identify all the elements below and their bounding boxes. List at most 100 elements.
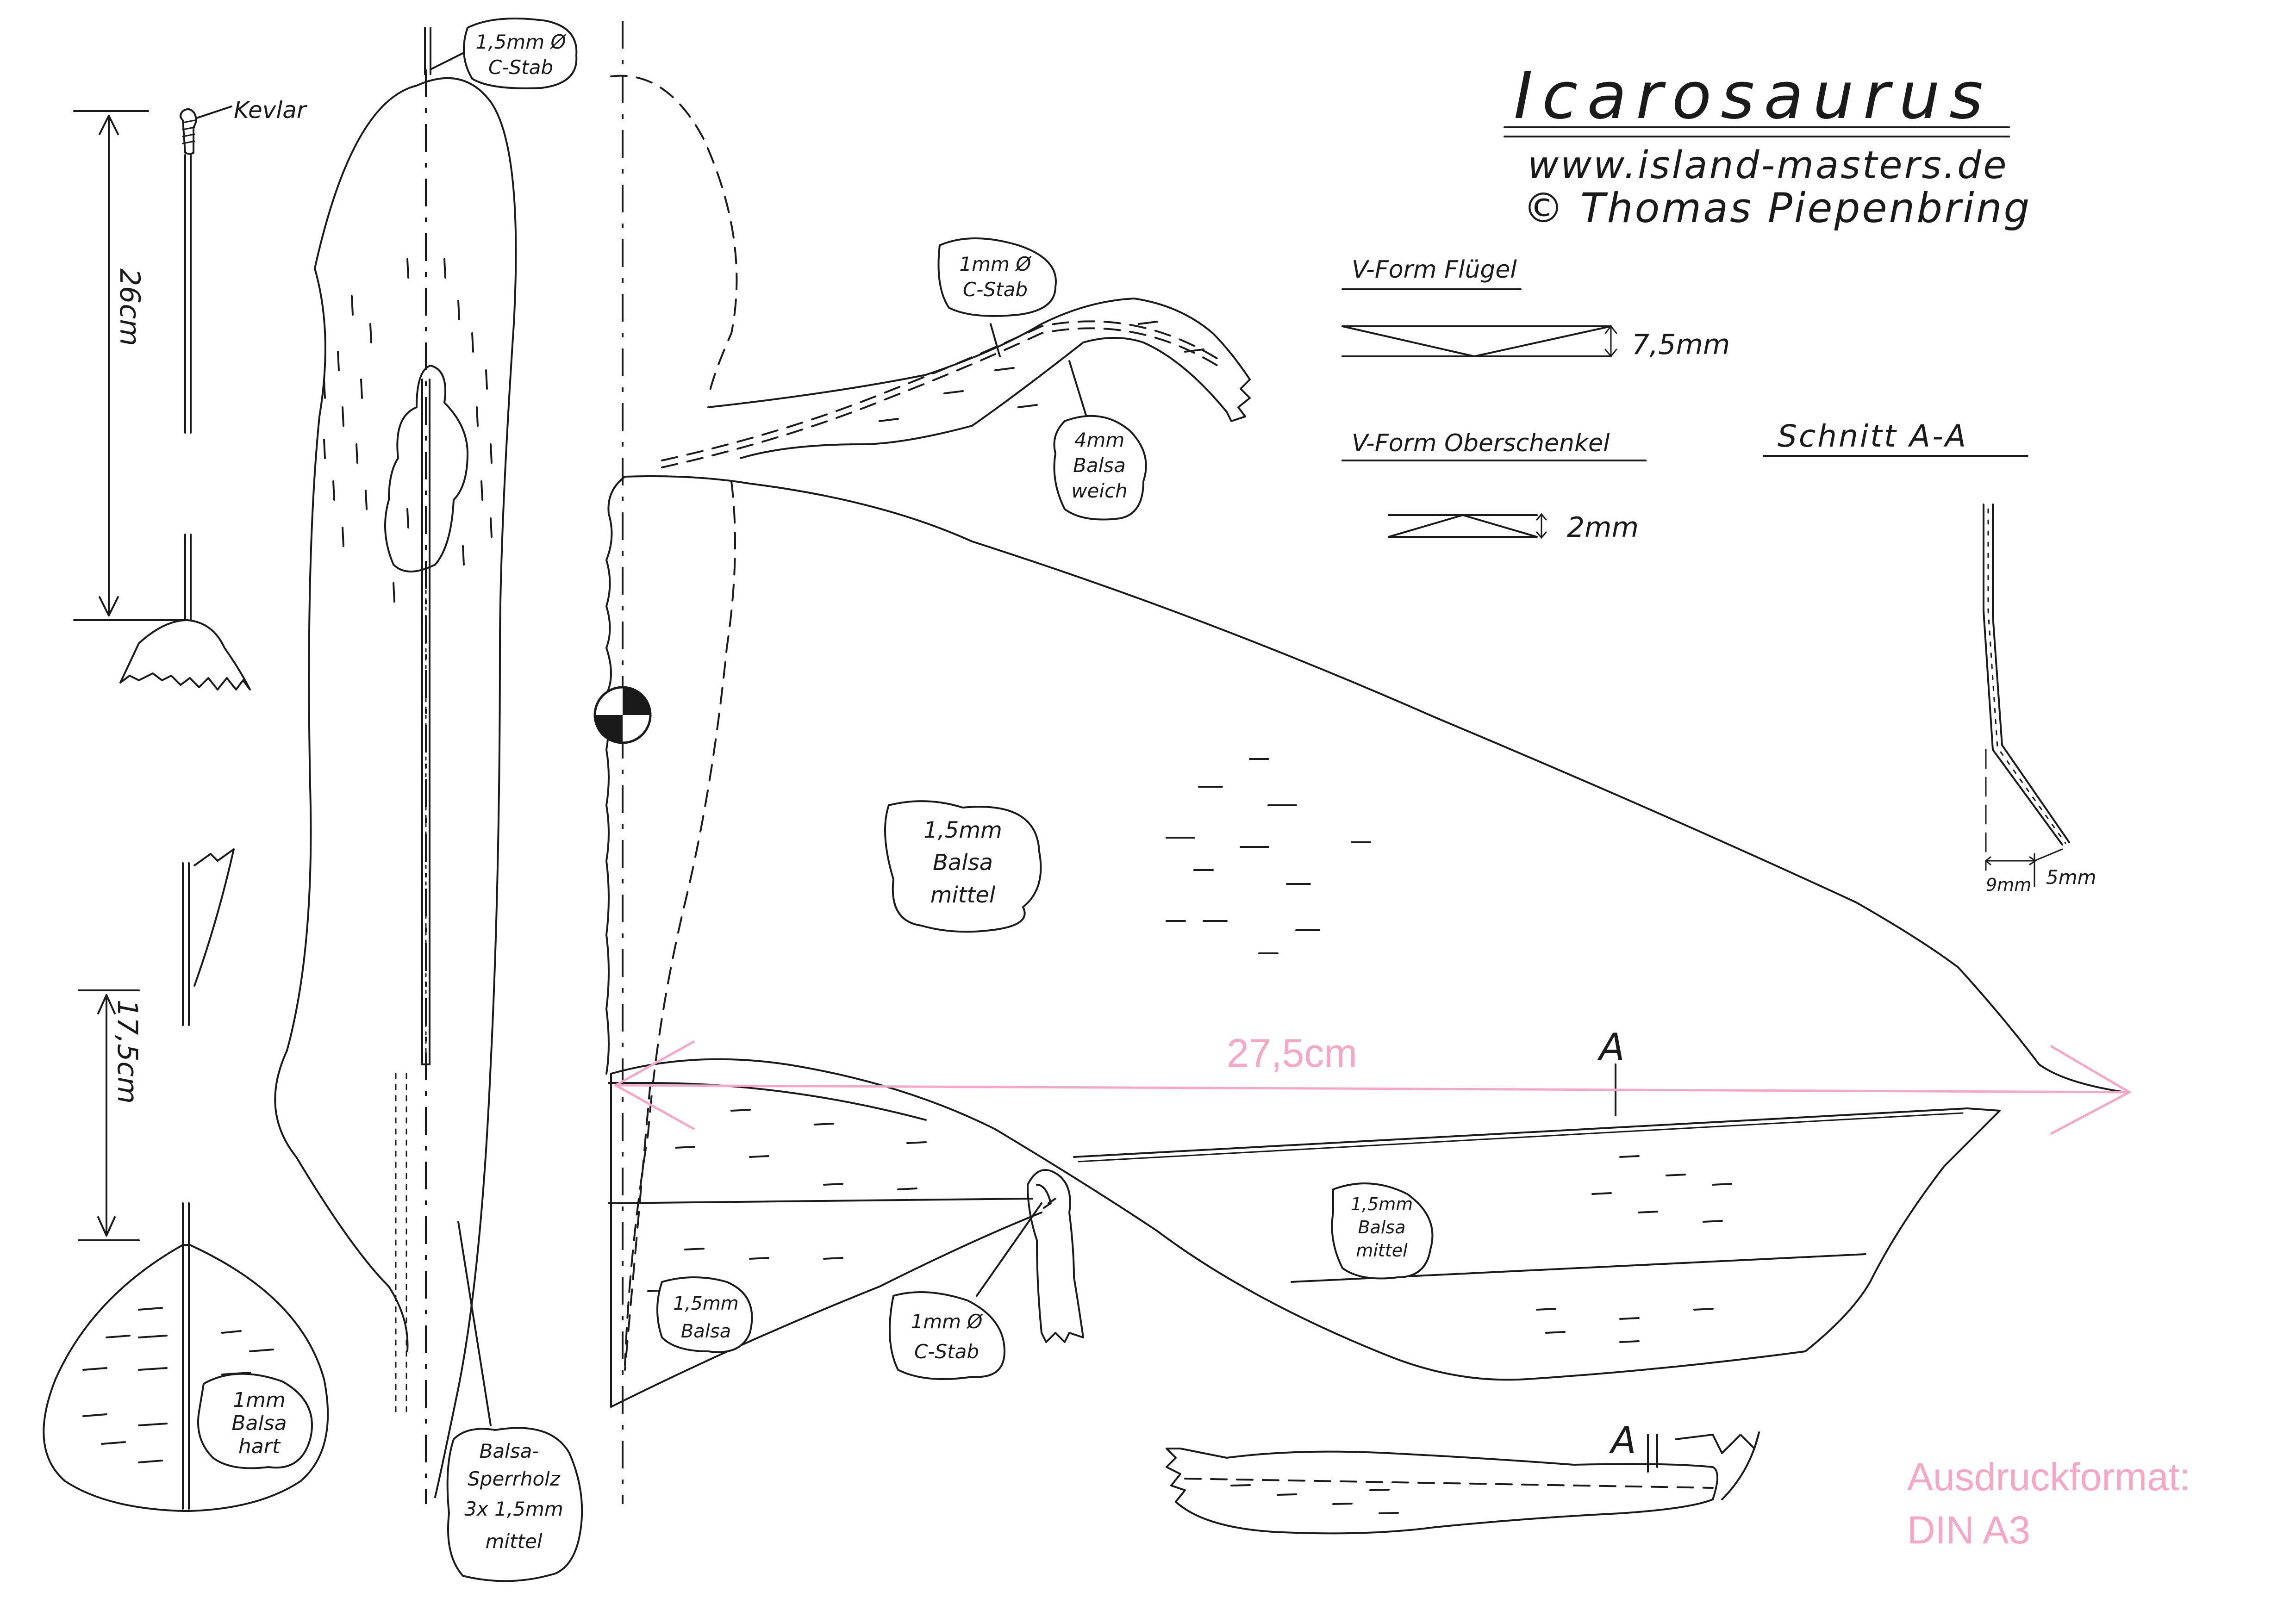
dim-26-arrows — [99, 115, 119, 616]
fuselage-rod-leader — [430, 50, 468, 70]
fin-tip-shape — [119, 619, 251, 690]
v-form-wing-diagram: V-Form Flügel 7,5mm — [1341, 256, 1730, 361]
root-balsa-line-2: Balsa — [681, 1321, 731, 1342]
fuselage-ply-callout — [446, 1427, 583, 1582]
fuselage-ply-line-2: Sperrholz — [468, 1468, 561, 1490]
wing-plan-view: 1,5mm Balsa mittel — [593, 21, 2126, 1504]
tail-grain — [647, 1109, 1732, 1343]
fin-lower-view: 17,5cm 1mm Balsa hart — [43, 848, 329, 1512]
fin-mid-rod — [182, 862, 190, 1026]
tail-hinge-line — [608, 1198, 1033, 1204]
fuselage-rod-callout — [463, 18, 578, 89]
print-format-note: Ausdruckformat: DIN A3 — [1907, 1455, 2190, 1552]
tail-balsa-callout — [1331, 1182, 1434, 1280]
fuselage-rod-callout-group: 1,5mm Ø C-Stab — [463, 18, 578, 89]
section-dim-right: 5mm — [2046, 866, 2096, 889]
wing-spar-dashed — [624, 480, 736, 1366]
section-profile — [1983, 504, 2070, 846]
wing-rod-line-1: 1mm Ø — [960, 253, 1032, 275]
wing-main-line-3: mittel — [930, 882, 996, 908]
wing-tip-balsa-line-1: 4mm — [1074, 429, 1125, 451]
wing-grain — [1166, 758, 1371, 954]
tail-plan-view: A 1,5mm Balsa mittel 1,5mm Balsa 1mm Ø C… — [608, 1026, 2001, 1408]
wing-tip-grain — [879, 321, 1204, 422]
wing-main-line-1: 1,5mm — [923, 817, 1002, 843]
tail-rod-hook — [1036, 1184, 1056, 1209]
tail-root-triangle — [610, 1212, 1042, 1408]
wing-tip-profile — [610, 75, 738, 399]
fuselage-ply-leader — [457, 1221, 492, 1426]
fuselage-rod-line-2: C-Stab — [488, 56, 553, 79]
wing-outline — [624, 475, 2126, 1093]
fin-balsa-line-2: Balsa — [231, 1412, 287, 1435]
fin-rod-upper — [184, 154, 192, 434]
tail-spar-dashed — [624, 1082, 651, 1371]
copyright-label: © Thomas Piepenbring — [1523, 184, 2031, 232]
tail-trailing-edge — [1073, 1107, 1968, 1158]
fuselage-outline — [274, 77, 517, 1498]
wing-tip-balsa-line-2: Balsa — [1073, 454, 1126, 477]
tail-balsa-line-1: 1,5mm — [1351, 1194, 1413, 1214]
wing-tip-view: 1mm Ø C-Stab 4mm Balsa weich — [661, 237, 1251, 521]
stabilizer-side-spar — [1184, 1478, 1714, 1489]
wing-leading-edge — [605, 476, 626, 1075]
tail-rod-leader — [976, 1202, 1042, 1297]
tail-trailing-edge-2 — [1078, 1112, 1964, 1163]
fuselage-stiffener — [395, 1073, 407, 1412]
v-form-stabilizer-arrow — [1536, 513, 1547, 539]
wing-tip-balsa-callout — [1053, 415, 1147, 521]
v-form-wing-arrow — [1604, 325, 1617, 358]
dim-17-label: 17,5cm — [111, 1000, 144, 1104]
tail-balsa-line-2: Balsa — [1358, 1217, 1406, 1237]
rudder-grain — [82, 1307, 274, 1468]
wing-tip-balsa-line-3: weich — [1071, 479, 1128, 502]
wing-tip-spar-dashed — [661, 327, 1218, 468]
tail-rod-fitting — [1027, 1169, 1084, 1343]
fuselage-ply-line-4: mittel — [485, 1530, 542, 1553]
fuselage-rod-line-1: 1,5mm Ø — [475, 31, 566, 53]
kevlar-leader — [196, 106, 232, 119]
span-dimension-label: 27,5cm — [1227, 1031, 1357, 1076]
fin-rod-lower — [184, 534, 192, 621]
wing-tip-spar-dashed-2 — [661, 320, 1218, 461]
section-profile-hatch — [1987, 508, 2066, 844]
root-balsa-line-1: 1,5mm — [673, 1293, 739, 1314]
v-form-wing-label: V-Form Flügel — [1352, 256, 1517, 284]
section-dim-left: 9mm — [1986, 875, 2031, 895]
kevlar-label: Kevlar — [234, 97, 308, 124]
section-dim-line — [1984, 848, 2063, 865]
website-label: www.island-masters.de — [1528, 143, 2009, 187]
center-of-gravity-icon — [593, 686, 652, 744]
tail-rod-callout — [889, 1291, 1006, 1380]
section-label: Schnitt A-A — [1778, 418, 1968, 454]
tail-rod-line-2: C-Stab — [914, 1340, 979, 1363]
v-form-stabilizer-shape — [1388, 514, 1538, 538]
plan-title: Icarosaurus — [1514, 58, 1992, 134]
wing-rod-line-2: C-Stab — [963, 278, 1028, 301]
span-dimension-arrow-right — [2050, 1045, 2132, 1135]
fuselage-ply-callout-group: Balsa- Sperrholz 3x 1,5mm mittel — [446, 1427, 583, 1582]
tail-outline — [610, 1058, 2001, 1381]
section-a-marker-bottom: A — [1609, 1419, 1636, 1462]
rudder-rod — [182, 1202, 190, 1510]
fin-upper-view: Kevlar 26cm — [73, 97, 308, 690]
fuselage-cavity — [384, 365, 468, 572]
wing-tip-balsa-leader — [1068, 360, 1089, 422]
wing-rod-callout — [937, 237, 1057, 317]
section-a-a-diagram: Schnitt A-A 9mm 5mm — [1763, 418, 2096, 895]
tail-inner-line — [608, 1082, 927, 1121]
kevlar-windings — [182, 119, 195, 144]
v-form-stabilizer-label: V-Form Oberschenkel — [1352, 429, 1610, 457]
v-form-stabilizer-value: 2mm — [1567, 511, 1639, 544]
print-format-line-1: Ausdruckformat: — [1907, 1455, 2190, 1499]
fuselage-ply-line-1: Balsa- — [480, 1440, 539, 1462]
rudder-outline — [43, 1244, 329, 1512]
tail-rod-line-1: 1mm Ø — [911, 1310, 983, 1333]
fin-balsa-line-3: hart — [238, 1435, 281, 1458]
title-block: Icarosaurus www.island-masters.de © Thom… — [1504, 58, 2031, 232]
v-form-stabilizer-diagram: V-Form Oberschenkel 2mm — [1341, 429, 1647, 544]
span-dimension: 27,5cm — [613, 1031, 2132, 1135]
stabilizer-side-grain — [1230, 1484, 1399, 1514]
span-dimension-arrow-left — [613, 1040, 695, 1131]
fin-balsa-callout — [197, 1373, 313, 1469]
